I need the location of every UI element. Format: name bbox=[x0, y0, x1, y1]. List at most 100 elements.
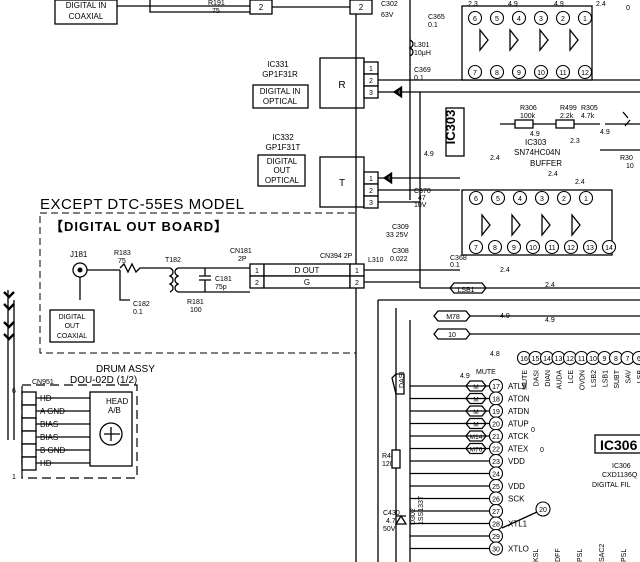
svg-text:23: 23 bbox=[492, 459, 500, 466]
ic306-pin-name: ATON bbox=[508, 395, 530, 404]
svg-text:25: 25 bbox=[492, 484, 500, 491]
svg-text:5: 5 bbox=[496, 196, 500, 203]
ic303u-pin-3: 3 bbox=[533, 10, 549, 26]
r191-label: R191 75 bbox=[208, 0, 225, 15]
svg-text:0.1: 0.1 bbox=[133, 309, 143, 316]
svg-text:OPTICAL: OPTICAL bbox=[265, 176, 300, 185]
svg-text:M14: M14 bbox=[470, 434, 483, 441]
n10-tag: 10 bbox=[433, 328, 471, 340]
svg-text:7: 7 bbox=[626, 356, 630, 363]
ic303l-pin-9: 9 bbox=[506, 239, 522, 255]
svg-text:0: 0 bbox=[531, 427, 535, 434]
svg-text:2.3: 2.3 bbox=[570, 138, 580, 145]
ic303u-pin-6: 6 bbox=[467, 10, 483, 26]
ic306-pin-21: 21 bbox=[488, 428, 504, 444]
c302-label: C302 63V bbox=[381, 1, 398, 19]
svg-text:18: 18 bbox=[492, 397, 500, 404]
svg-text:A/B: A/B bbox=[108, 406, 121, 415]
ic306-pin-name: LSB1 bbox=[603, 370, 610, 387]
svg-text:9: 9 bbox=[517, 70, 521, 77]
ic306-pin-name: XTL1 bbox=[508, 520, 528, 529]
svg-text:CN181: CN181 bbox=[230, 248, 252, 255]
ic303l-pin-14: 14 bbox=[601, 239, 617, 255]
svg-text:DIGITAL: DIGITAL bbox=[59, 314, 86, 321]
digital-out-board-title: 【DIGITAL OUT BOARD】 bbox=[50, 219, 228, 234]
ic306-pin-name: LSB bbox=[637, 370, 640, 384]
digital-in-optical-label: DIGITAL IN OPTICAL bbox=[252, 84, 309, 109]
svg-text:3: 3 bbox=[369, 200, 373, 207]
j181-jack: J181 bbox=[70, 250, 120, 300]
svg-text:R191: R191 bbox=[208, 0, 225, 7]
c368-label: C368 0.1 bbox=[450, 255, 467, 269]
ic303u-pin-5: 5 bbox=[489, 10, 505, 26]
ic306-label: IC306 CXD1136Q DIGITAL FIL bbox=[592, 463, 638, 489]
ic303u-pin-2: 2 bbox=[555, 10, 571, 26]
svg-text:2: 2 bbox=[359, 3, 364, 12]
ic303u-pin-4: 4 bbox=[511, 10, 527, 26]
ic303l-pin-13: 13 bbox=[582, 239, 598, 255]
top-connector: 2 2 bbox=[249, 0, 373, 15]
svg-text:1: 1 bbox=[255, 268, 259, 275]
ic303l-pin-6: 6 bbox=[468, 190, 484, 206]
svg-text:4: 4 bbox=[517, 16, 521, 23]
ic306-pin-22: 22 bbox=[488, 441, 504, 456]
cn181-connector: 1 2 bbox=[249, 263, 265, 289]
ic303l-pin-3: 3 bbox=[534, 190, 550, 206]
cn951-pin-label: B GND bbox=[40, 446, 66, 455]
svg-text:8: 8 bbox=[614, 356, 618, 363]
svg-text:IC332: IC332 bbox=[272, 133, 294, 142]
svg-text:2: 2 bbox=[562, 196, 566, 203]
svg-text:C302: C302 bbox=[381, 1, 398, 8]
t182-label: T182 bbox=[165, 257, 181, 264]
svg-text:J181: J181 bbox=[70, 250, 88, 259]
r480-label: R480 120k bbox=[382, 453, 399, 468]
ic306-pin-name: SUBT bbox=[614, 369, 621, 388]
svg-text:C365: C365 bbox=[428, 14, 445, 21]
cn181-label: CN181 2P bbox=[230, 248, 252, 263]
svg-text:7: 7 bbox=[473, 70, 477, 77]
svg-text:75p: 75p bbox=[215, 284, 227, 291]
svg-text:100k: 100k bbox=[520, 113, 536, 120]
svg-text:2: 2 bbox=[561, 16, 565, 23]
svg-text:R183: R183 bbox=[114, 250, 131, 257]
svg-text:120k: 120k bbox=[382, 461, 398, 468]
svg-text:3: 3 bbox=[539, 16, 543, 23]
ic306-pin-name: ATUP bbox=[508, 420, 529, 429]
svg-text:11: 11 bbox=[559, 70, 566, 77]
svg-text:17: 17 bbox=[492, 384, 500, 391]
ic306-pin-name: ATEX bbox=[508, 445, 529, 454]
svg-text:10: 10 bbox=[448, 332, 456, 339]
svg-text:13: 13 bbox=[586, 245, 594, 252]
svg-text:4.9: 4.9 bbox=[545, 317, 555, 324]
svg-text:2: 2 bbox=[369, 78, 373, 85]
ic306-pin-24: 24 bbox=[488, 466, 504, 481]
svg-text:2.4: 2.4 bbox=[596, 1, 606, 8]
digital-out-optical-label: DIGITAL OUT OPTICAL bbox=[257, 154, 306, 187]
svg-text:4: 4 bbox=[518, 196, 522, 203]
l301-label: L301 10μH bbox=[414, 42, 431, 57]
svg-text:SN74HC04N: SN74HC04N bbox=[514, 148, 560, 157]
ic303u-pin-12: 12 bbox=[577, 64, 593, 80]
svg-text:C430: C430 bbox=[383, 510, 400, 517]
ic303u-pin-8: 8 bbox=[489, 64, 505, 80]
svg-text:C369: C369 bbox=[414, 67, 431, 74]
pin-20-tag: 20 bbox=[535, 501, 551, 517]
ic306-pin-name: ATLV bbox=[508, 382, 527, 391]
ic306-bottom-pin-name: DFF bbox=[555, 548, 562, 562]
ic303u-pin-9: 9 bbox=[511, 64, 527, 80]
ic306-pin-6: 6 bbox=[631, 350, 640, 366]
ic332-optical-transmitter: T 1 2 3 bbox=[319, 156, 379, 209]
svg-text:R: R bbox=[338, 80, 345, 91]
svg-text:10: 10 bbox=[626, 163, 634, 170]
c369-label: C369 0.1 bbox=[414, 67, 431, 82]
svg-text:0.022: 0.022 bbox=[390, 256, 408, 263]
ic303u-pin-10: 10 bbox=[533, 64, 549, 80]
svg-text:M: M bbox=[473, 422, 478, 429]
digital-out-coaxial-label: DIGITAL OUT COAXIAL bbox=[49, 309, 95, 343]
svg-text:2: 2 bbox=[369, 188, 373, 195]
svg-text:T: T bbox=[339, 178, 345, 189]
svg-text:33 25V: 33 25V bbox=[386, 232, 409, 239]
ic306-pin-name: DIAN bbox=[545, 370, 552, 387]
ic306-pin-name: AUDA bbox=[557, 370, 564, 390]
